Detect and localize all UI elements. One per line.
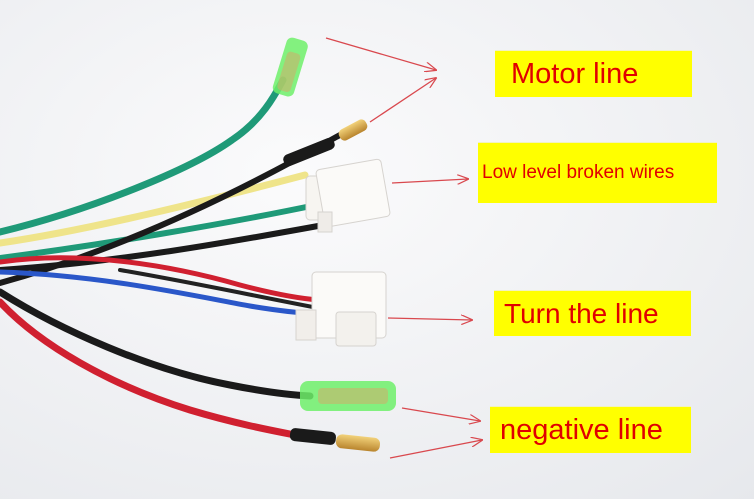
arrow-motor-2 — [369, 78, 436, 123]
green-wire-low — [0, 202, 319, 261]
arrow-low — [391, 179, 468, 183]
label-negative-line: negative line — [490, 406, 691, 453]
blue-wire-turn — [0, 269, 321, 317]
white-connector-low — [305, 158, 391, 233]
green-sleeve-connector-bottom — [300, 381, 396, 411]
arrow-negative-1 — [401, 407, 480, 421]
green-wire-motor — [0, 76, 287, 236]
brass-terminal-negative — [335, 434, 381, 452]
yellow-wire — [0, 171, 309, 247]
label-turn-the-line: Turn the line — [494, 290, 691, 336]
black-wire-turn — [118, 268, 320, 310]
green-sleeve-connector-top — [272, 37, 308, 97]
arrow-turn — [387, 318, 472, 320]
brass-terminal-motor — [338, 119, 368, 141]
white-connector-turn — [295, 271, 387, 347]
black-wire-negative — [0, 288, 314, 400]
heat-shrink-sleeve — [283, 137, 335, 167]
red-wire-turn — [0, 255, 321, 303]
red-heat-shrink — [289, 428, 337, 445]
label-low-level-broken-wires: Low level broken wires — [478, 142, 717, 203]
red-wire-negative — [0, 298, 304, 440]
arrow-negative-2 — [389, 440, 482, 459]
arrow-motor-1 — [325, 37, 436, 70]
label-motor-line: Motor line — [495, 50, 692, 97]
